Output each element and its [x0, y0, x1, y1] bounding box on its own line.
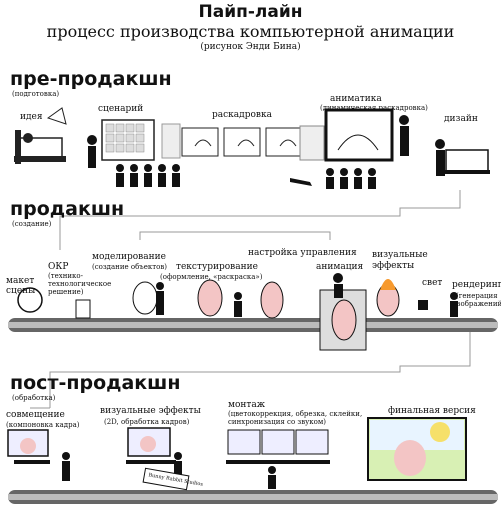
label-compositing-note: (компоновка кадра) [6, 421, 80, 429]
label-light: свет [422, 278, 443, 288]
label-idea: идея [20, 112, 43, 122]
credit: (рисунок Энди Бина) [200, 42, 301, 52]
label-animatic: аниматика [330, 94, 382, 104]
label-design: дизайн [444, 114, 478, 124]
design-drawing [435, 139, 490, 176]
production-heading: продакшн [10, 198, 125, 220]
label-layout: макет [6, 276, 35, 286]
page-subtitle: процесс производства компьютерной анимац… [46, 22, 455, 41]
idea-bed-drawing [14, 107, 67, 164]
label-texturing: текстурирование [176, 262, 258, 272]
label-modeling: моделирование [92, 252, 166, 262]
label-layout-2: сцены [6, 286, 36, 296]
label-render: рендеринг [452, 280, 501, 290]
label-final: финальная версия [388, 406, 476, 416]
label-storyboard: раскадровка [212, 110, 272, 120]
post-production-heading: пост-продакшн [10, 372, 181, 394]
storyboard-drawing [161, 123, 303, 159]
production-note: (создание) [12, 220, 52, 228]
label-animatic-note: (динамическая раскадровка) [320, 104, 428, 112]
label-okr: ОКР [48, 262, 69, 272]
post-production-conveyor [8, 490, 498, 504]
script-drawing [87, 119, 180, 187]
pre-production-heading: пре-продакшн [10, 68, 172, 90]
label-rigging: настройка управления [248, 248, 357, 258]
post-production-figures [7, 417, 467, 491]
label-script: сценарий [98, 104, 144, 114]
page-title: Пайп-лайн [198, 2, 303, 22]
label-editing-note-1: (цветокоррекция, обрезка, склейки, [228, 410, 363, 418]
label-texturing-note: (оформление, «раскраска») [160, 273, 263, 281]
animatic-drawing [290, 108, 409, 189]
label-modeling-note: (создание объектов) [92, 263, 168, 271]
label-compositing: совмещение [6, 410, 65, 420]
label-editing-note-2: синхронизация со звуком) [228, 418, 327, 426]
label-post-vfx: визуальные эффекты [100, 406, 201, 416]
production-figures [17, 273, 458, 351]
label-vfx: визуальные [372, 250, 428, 260]
label-render-note-1: (генерация [456, 292, 498, 300]
label-editing: монтаж [228, 400, 266, 410]
label-post-vfx-note: (2D, обработка кадров) [104, 418, 190, 426]
production-conveyor [8, 318, 498, 332]
label-okr-note-2: технологическое [48, 280, 112, 288]
label-okr-note-3: решение) [48, 288, 84, 296]
label-render-note-2: изображений) [452, 300, 501, 308]
label-okr-note-1: (технико- [48, 272, 83, 280]
label-animation: анимация [316, 262, 364, 272]
pre-production-note: (подготовка) [12, 90, 60, 98]
flow-connectors [30, 190, 471, 409]
label-vfx-2: эффекты [372, 261, 415, 271]
post-production-note: (обработка) [12, 394, 56, 402]
